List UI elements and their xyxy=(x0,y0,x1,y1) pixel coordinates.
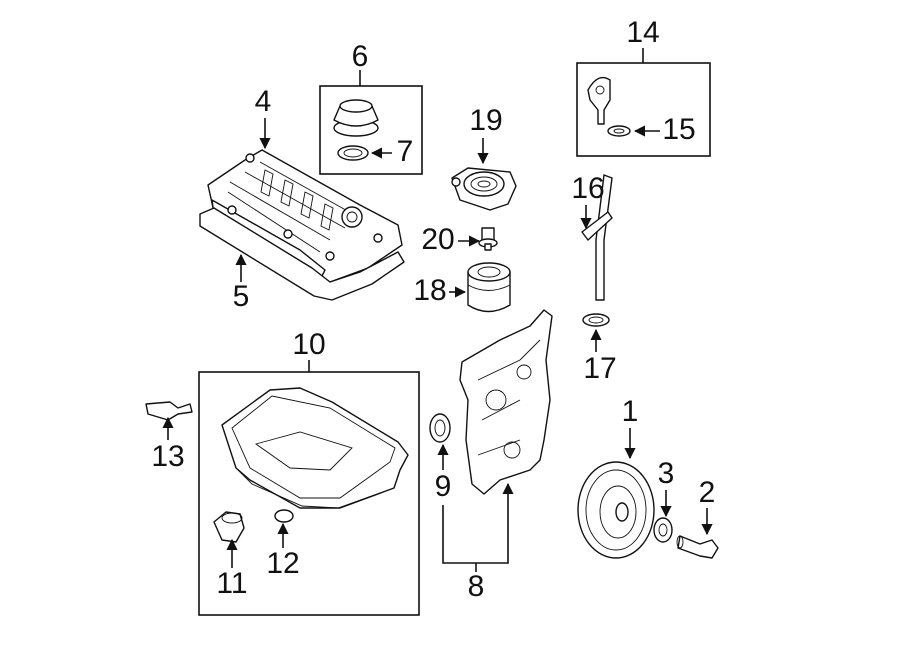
callout-11: 11 xyxy=(216,567,247,600)
oil-pan-drain-plug-part xyxy=(213,511,245,543)
dipstick-tube-seal-part xyxy=(582,313,610,327)
dipstick-tube-part xyxy=(581,174,613,301)
callout-8: 8 xyxy=(468,570,485,603)
crankshaft-pulley-part xyxy=(577,461,655,559)
callout-10: 10 xyxy=(292,328,325,361)
leader-8 xyxy=(442,482,514,564)
valve-cover-gasket-part xyxy=(199,207,405,301)
oil-filter-part xyxy=(467,262,511,313)
oil-cooler-part xyxy=(451,167,517,211)
callout-16: 16 xyxy=(571,172,604,205)
dipstick-handle-part xyxy=(587,76,611,125)
pulley-bolt-part xyxy=(676,535,719,559)
callout-3: 3 xyxy=(658,457,675,490)
callout-17: 17 xyxy=(583,352,616,385)
callout-15: 15 xyxy=(662,113,695,146)
callout-20: 20 xyxy=(421,223,454,256)
dipstick-oring-part xyxy=(607,125,631,137)
drain-plug-gasket-part xyxy=(274,509,294,523)
callout-14: 14 xyxy=(626,16,659,49)
callout-labels: 1 2 3 4 5 6 7 8 9 10 11 12 13 14 15 16 1… xyxy=(151,16,715,603)
callout-6: 6 xyxy=(352,40,369,73)
oil-pan-part xyxy=(221,387,409,509)
group-box-6 xyxy=(319,85,423,175)
callout-7: 7 xyxy=(397,135,414,168)
leader-lines xyxy=(162,48,713,572)
callout-12: 12 xyxy=(266,547,299,580)
callout-1: 1 xyxy=(622,395,639,428)
oil-filler-cap-part xyxy=(333,99,379,137)
callout-19: 19 xyxy=(469,104,502,137)
oil-level-sensor-part xyxy=(145,401,193,421)
callout-2: 2 xyxy=(699,476,716,509)
pulley-washer-part xyxy=(653,517,673,543)
callout-13: 13 xyxy=(151,440,184,473)
oil-pressure-sensor-part xyxy=(478,227,498,251)
timing-cover-part xyxy=(459,309,553,495)
callout-5: 5 xyxy=(233,280,250,313)
crankshaft-seal-part xyxy=(429,413,451,443)
valve-cover-part xyxy=(207,149,403,283)
callout-4: 4 xyxy=(255,85,272,118)
callout-18: 18 xyxy=(413,274,446,307)
oil-filler-cap-seal-part xyxy=(337,145,369,161)
callout-9: 9 xyxy=(435,470,452,503)
